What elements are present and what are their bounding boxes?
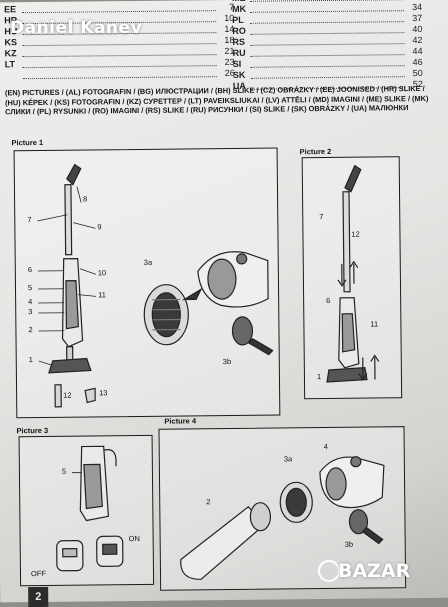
toc-entry: RO 40 bbox=[232, 24, 422, 36]
toc-entry: SI 46 bbox=[233, 57, 423, 69]
toc-page: 37 bbox=[412, 13, 422, 23]
picture-1-drawing bbox=[15, 149, 280, 418]
bazar-logo: BAZAR bbox=[338, 560, 410, 582]
switch-off-illustration bbox=[57, 541, 83, 571]
label-10: 10 bbox=[98, 268, 106, 277]
label-on: ON bbox=[129, 534, 140, 543]
label-1: 1 bbox=[29, 355, 33, 364]
toc-leader bbox=[251, 57, 405, 68]
filter-illustration bbox=[280, 482, 312, 522]
toc-language: EE bbox=[4, 4, 16, 14]
label-12: 12 bbox=[63, 391, 71, 400]
toc-language: SI bbox=[233, 59, 242, 69]
picture-1-frame: 8 7 9 6 10 5 11 4 3 2 1 12 13 3a 3b bbox=[14, 147, 281, 418]
label-7: 7 bbox=[319, 212, 323, 221]
toc-language: ME bbox=[232, 0, 246, 3]
label-4: 4 bbox=[28, 297, 32, 306]
label-6: 6 bbox=[326, 296, 330, 305]
toc-page: 32 bbox=[412, 0, 422, 1]
toc-entry: MK 34 bbox=[232, 2, 422, 14]
handheld-unit-illustration bbox=[320, 456, 385, 507]
toc-language: RU bbox=[233, 48, 246, 58]
bazar-logo-icon bbox=[318, 560, 340, 582]
toc-page: 42 bbox=[412, 35, 422, 45]
toc-language: MK bbox=[232, 4, 246, 14]
label-3a: 3a bbox=[144, 258, 152, 267]
toc-leader bbox=[22, 46, 216, 57]
handheld-unit-illustration bbox=[198, 251, 269, 307]
toc-page: 34 bbox=[412, 2, 422, 12]
label-13: 13 bbox=[99, 388, 107, 397]
picture-3-frame: 5 ON OFF bbox=[19, 435, 155, 586]
picture-1-title: Picture 1 bbox=[11, 138, 43, 147]
label-3a: 3a bbox=[284, 454, 292, 463]
toc-entry: RS 42 bbox=[232, 35, 422, 47]
label-8: 8 bbox=[83, 194, 87, 203]
label-4: 4 bbox=[324, 442, 328, 451]
toc-leader bbox=[251, 68, 405, 79]
toc-leader bbox=[250, 35, 404, 46]
toc-language: KZ bbox=[4, 48, 16, 58]
toc-leader bbox=[23, 57, 217, 68]
label-1: 1 bbox=[317, 372, 321, 381]
label-12: 12 bbox=[351, 230, 359, 239]
toc-page: 46 bbox=[413, 57, 423, 67]
toc-leader bbox=[22, 2, 216, 13]
filter-cover-illustration bbox=[349, 509, 382, 543]
page-number: 2 bbox=[28, 587, 48, 607]
label-5: 5 bbox=[28, 283, 32, 292]
dust-container-illustration bbox=[180, 503, 271, 580]
label-3b: 3b bbox=[223, 357, 231, 366]
label-3: 3 bbox=[28, 307, 32, 316]
toc-page: 44 bbox=[412, 46, 422, 56]
picture-4-title: Picture 4 bbox=[164, 416, 196, 425]
toc-language: SK bbox=[233, 70, 246, 80]
label-11: 11 bbox=[98, 290, 106, 299]
toc-entry: 26 bbox=[5, 68, 235, 80]
stick-vacuum-illustration bbox=[325, 166, 367, 382]
label-off: OFF bbox=[31, 569, 46, 578]
toc-entry: RU 44 bbox=[233, 46, 423, 58]
picture-3-drawing bbox=[20, 436, 154, 585]
label-2: 2 bbox=[206, 497, 210, 506]
toc-language: LT bbox=[5, 59, 15, 69]
label-6: 6 bbox=[28, 265, 32, 274]
filter-cover-illustration bbox=[232, 317, 272, 355]
filter-illustration bbox=[144, 284, 202, 345]
picture-3-title: Picture 3 bbox=[16, 426, 48, 435]
vacuum-body-illustration bbox=[80, 446, 117, 520]
label-9: 9 bbox=[97, 222, 101, 231]
label-11: 11 bbox=[370, 319, 378, 328]
label-2: 2 bbox=[28, 325, 32, 334]
toc-language: RS bbox=[232, 37, 245, 47]
toc-language: PL bbox=[232, 15, 244, 25]
toc-entry: PL 37 bbox=[232, 13, 422, 25]
toc-page: 50 bbox=[413, 68, 423, 78]
label-7: 7 bbox=[27, 215, 31, 224]
picture-2-title: Picture 2 bbox=[300, 147, 332, 156]
toc-leader bbox=[250, 24, 404, 35]
toc-leader bbox=[23, 68, 217, 79]
switch-on-illustration bbox=[97, 536, 123, 566]
toc-leader bbox=[250, 2, 404, 13]
toc-leader bbox=[250, 13, 404, 24]
picture-2-frame: 7 12 6 11 1 bbox=[302, 156, 403, 399]
toc-language: KS bbox=[4, 37, 17, 47]
stick-vacuum-illustration bbox=[47, 164, 96, 406]
toc-language: RO bbox=[232, 26, 246, 36]
uploader-watermark: Daniel Kanev bbox=[10, 18, 142, 38]
toc-entry: SK 50 bbox=[233, 68, 423, 80]
toc-leader bbox=[251, 46, 405, 57]
picture-2-drawing bbox=[303, 157, 402, 398]
toc-page: 40 bbox=[412, 24, 422, 34]
pictures-heading: (EN) PICTURES / (AL) FOTOGRAFIN / (BG) И… bbox=[5, 84, 437, 117]
label-3b: 3b bbox=[345, 540, 353, 549]
label-5: 5 bbox=[62, 467, 66, 476]
